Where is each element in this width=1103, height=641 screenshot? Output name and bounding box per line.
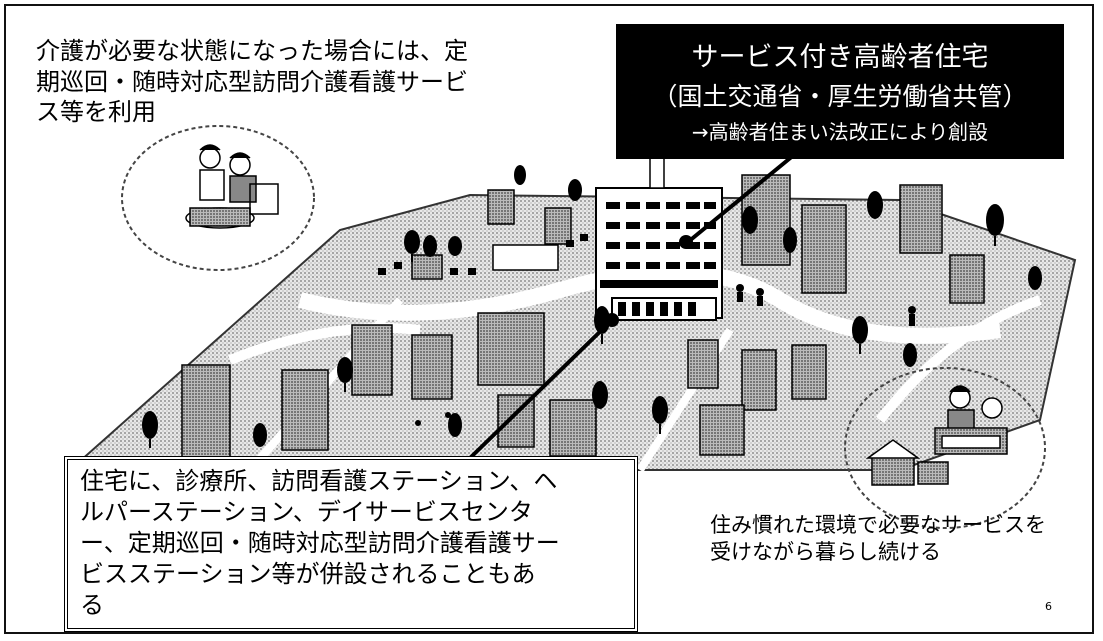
- living-note-line: 住み慣れた環境で必要なサービスを: [710, 513, 1046, 537]
- building: [351, 324, 393, 396]
- facilities-note-line: 住宅に、診療所、訪問看護ステーション、ヘ: [80, 467, 558, 495]
- tree: [652, 396, 668, 424]
- leader-line: [686, 148, 802, 244]
- tree: [867, 191, 883, 219]
- building: [899, 184, 943, 254]
- road: [228, 323, 421, 365]
- tree: [986, 204, 1004, 236]
- caregiver-illustration: [185, 144, 279, 229]
- building: [741, 349, 777, 411]
- tree: [852, 316, 868, 344]
- tree: [1028, 266, 1042, 290]
- tree: [337, 357, 353, 383]
- tree: [592, 381, 608, 409]
- facilities-note-line: る: [80, 591, 104, 619]
- tree: [404, 230, 420, 254]
- tree: [568, 179, 582, 201]
- living-note-line: 受けながら暮らし続ける: [710, 540, 941, 564]
- tree: [742, 206, 758, 234]
- tree: [783, 227, 797, 253]
- tree: [142, 411, 158, 439]
- building: [699, 404, 745, 456]
- title-box-law-note: →高齢者住まい法改正により創設: [691, 120, 989, 144]
- building: [791, 344, 827, 400]
- tree: [903, 343, 917, 367]
- title-box-heading: サービス付き高齢者住宅: [691, 42, 989, 73]
- facilities-note-box: 住宅に、診療所、訪問看護ステーション、ヘ ルパーステーション、デイサービスセンタ…: [64, 456, 638, 632]
- tree: [448, 236, 462, 256]
- building: [487, 189, 515, 225]
- building: [492, 244, 559, 271]
- leader-line: [468, 320, 612, 460]
- building: [181, 364, 231, 458]
- tree: [448, 413, 462, 437]
- tree: [253, 423, 267, 447]
- building: [544, 207, 572, 245]
- building: [801, 204, 847, 294]
- facilities-note-line: ルパーステーション、デイサービスセンタ: [80, 498, 533, 526]
- page-number: 6: [1045, 600, 1052, 613]
- title-box: サービス付き高齢者住宅 （国土交通省・厚生労働省共管） →高齢者住まい法改正によ…: [616, 24, 1064, 159]
- building: [411, 334, 453, 400]
- home-scene-circle: [844, 367, 1046, 529]
- living-note: 住み慣れた環境で必要なサービスを 受けながら暮らし続ける: [710, 512, 1070, 566]
- building: [281, 369, 329, 451]
- tree: [423, 235, 437, 257]
- road: [876, 295, 1042, 424]
- building: [949, 254, 985, 304]
- facilities-note-line: ー、定期巡回・随時対応型訪問介護看護サー: [80, 529, 560, 557]
- care-note: 介護が必要な状態になった場合には、定期巡回・随時対応型訪問介護看護サービス等を利…: [36, 37, 468, 127]
- facilities-note-line: ビスステーション等が併設されることもあ: [80, 560, 536, 588]
- slide-frame: [4, 4, 1094, 634]
- home-care-illustration: [865, 385, 1008, 486]
- building: [411, 254, 443, 280]
- building: [549, 399, 597, 457]
- building: [687, 339, 719, 389]
- care-scene-circle: [121, 125, 315, 271]
- title-box-ministries: （国土交通省・厚生労働省共管）: [652, 82, 1028, 111]
- featured-building: [595, 157, 723, 321]
- building: [477, 312, 545, 386]
- tree: [514, 165, 526, 185]
